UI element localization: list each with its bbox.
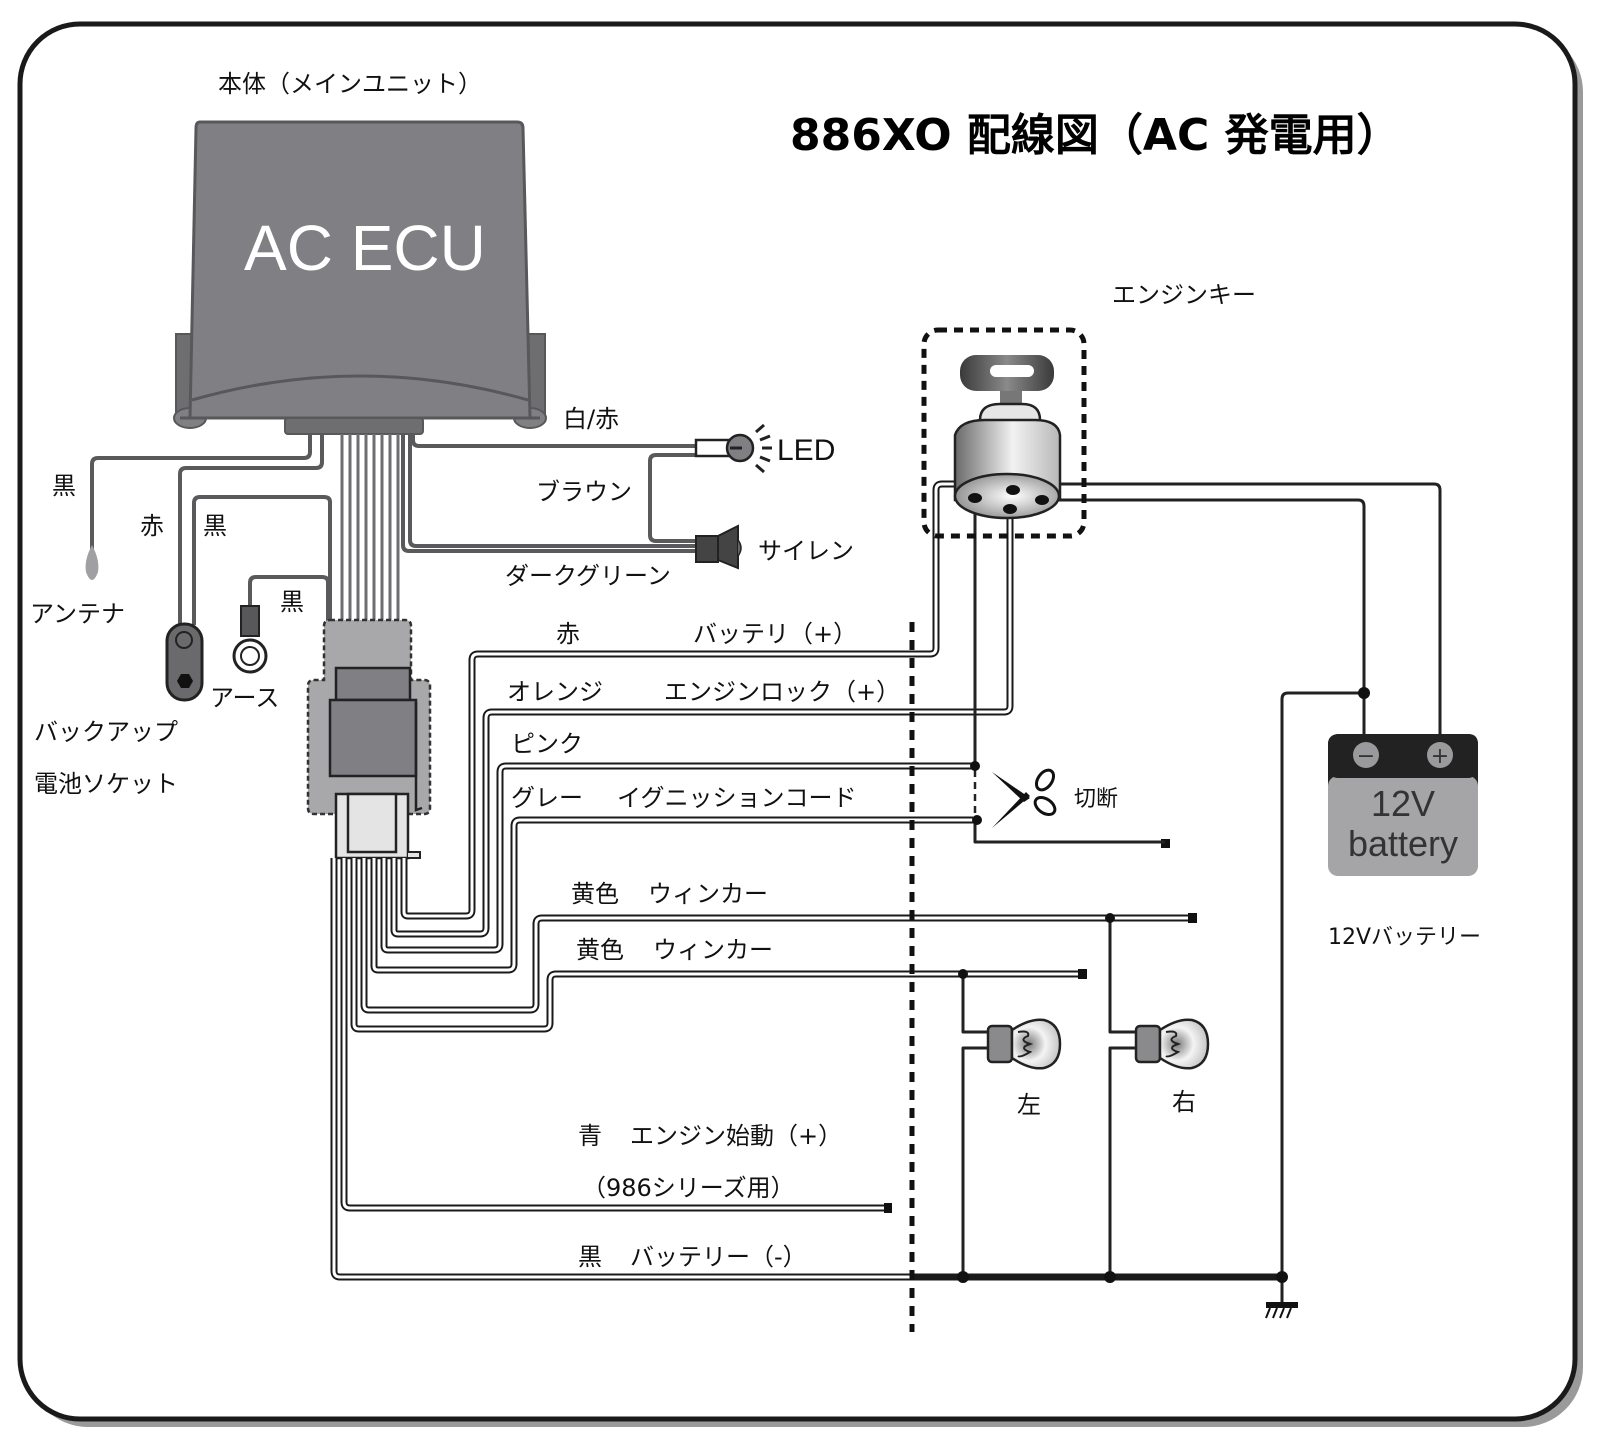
wire-color-blue: 青 [578, 1122, 602, 1150]
lamp-right-icon [1134, 1018, 1210, 1070]
engine-key: エンジンキー [921, 281, 1256, 539]
scissors-icon [992, 768, 1057, 828]
ecu-main-unit: 本体（メインユニット） AC ECU [173, 70, 547, 435]
wire-func-engine-start: エンジン始動（+） [630, 1122, 842, 1150]
siren-label: サイレン [758, 537, 854, 565]
backup-red-label: 赤 [140, 512, 164, 540]
wire-color-red: 赤 [556, 620, 580, 648]
wire-color-black: 黒 [578, 1243, 602, 1271]
harness-wires [330, 480, 1282, 1281]
wire-note-986: （986シリーズ用） [582, 1174, 795, 1202]
battery-voltage: 12V [1371, 783, 1435, 824]
cut-label: 切断 [1074, 787, 1118, 812]
siren-green-wire-label: ダークグリーン [505, 562, 671, 590]
engine-key-label: エンジンキー [1112, 281, 1256, 309]
earth-terminal-icon [232, 605, 268, 674]
earth-wire-label: 黒 [280, 588, 304, 616]
battery-icon: − + 12V battery [1328, 734, 1478, 876]
harness-labels: 赤 バッテリ（+） オレンジ エンジンロック（+） ピンク グレー イグニッショ… [507, 620, 900, 1271]
wire-terminals [884, 839, 1197, 1213]
lamp-right-label: 右 [1172, 1088, 1196, 1116]
lamp-left-label: 左 [1017, 1091, 1041, 1119]
backup-battery-socket-icon [165, 622, 204, 702]
battery-minus: − [1357, 744, 1375, 769]
backup-label-line1: バックアップ [34, 718, 178, 746]
wire-color-yellow-1: 黄色 [571, 880, 619, 908]
lamp-left-icon [986, 1018, 1062, 1070]
wire-func-winker-2: ウィンカー [653, 936, 773, 964]
led-label: LED [777, 434, 835, 467]
main-unit-caption: 本体（メインユニット） [218, 70, 482, 98]
antenna-icon [85, 545, 99, 580]
siren-icon [695, 524, 742, 570]
wire-func-ignition: イグニッションコード [617, 784, 857, 812]
battery-plus: + [1431, 744, 1449, 769]
battery-caption: 12Vバッテリー [1328, 925, 1481, 950]
antenna-wire-label: 黒 [52, 472, 76, 500]
diagram-title: 886XO 配線図（AC 発電用） [790, 110, 1401, 161]
harness-connector [306, 618, 432, 860]
led-icon [694, 423, 772, 474]
led-wire-label: 白/赤 [563, 405, 619, 433]
wire-color-pink: ピンク [511, 730, 583, 758]
backup-black-label: 黒 [203, 512, 227, 540]
wire-func-battery-minus: バッテリー（-） [630, 1243, 807, 1271]
battery-word: battery [1348, 823, 1458, 864]
wire-color-yellow-2: 黄色 [576, 936, 624, 964]
siren-brown-wire-label: ブラウン [536, 478, 632, 506]
key-wiring [957, 482, 1442, 1319]
ground-icon [1266, 1302, 1298, 1308]
wire-color-grey: グレー [511, 784, 583, 812]
wire-func-winker-1: ウィンカー [648, 880, 768, 908]
backup-label-line2: 電池ソケット [34, 770, 178, 798]
wire-func-battery-plus: バッテリ（+） [693, 620, 857, 648]
antenna-label: アンテナ [30, 600, 125, 628]
wire-color-orange: オレンジ [507, 678, 603, 706]
ecu-label: AC ECU [244, 212, 486, 284]
wire-func-engine-lock: エンジンロック（+） [664, 678, 900, 706]
earth-label: アース [210, 684, 279, 712]
